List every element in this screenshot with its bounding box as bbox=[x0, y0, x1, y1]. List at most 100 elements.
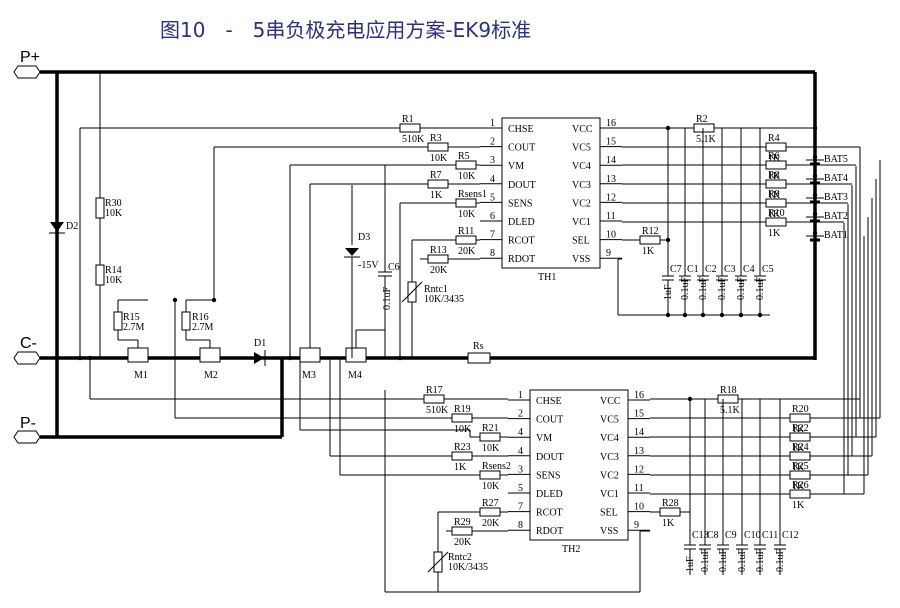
ic-pin-name: VC4 bbox=[572, 161, 591, 172]
terminal-p-plus: P+ bbox=[13, 49, 41, 79]
svg-text:D3: D3 bbox=[358, 232, 370, 243]
svg-text:D2: D2 bbox=[66, 221, 78, 232]
resistor-ref: R7 bbox=[430, 170, 442, 181]
ic-pin-name: VC3 bbox=[600, 452, 619, 463]
ic-pin-name: DOUT bbox=[508, 180, 536, 191]
svg-text:10K/3435: 10K/3435 bbox=[424, 294, 464, 305]
resistor bbox=[789, 413, 811, 423]
resistor-value: 1K bbox=[768, 153, 781, 164]
battery-label: BAT5 bbox=[824, 154, 848, 165]
svg-text:2.7M: 2.7M bbox=[192, 322, 214, 333]
resistor-ref: R27 bbox=[482, 498, 499, 509]
junction-dot bbox=[211, 297, 217, 303]
capacitor-ref: C12 bbox=[782, 530, 799, 541]
resistor-value: 1K bbox=[792, 424, 805, 435]
resistor bbox=[427, 254, 449, 264]
ic-pin-number: 8 bbox=[518, 520, 523, 531]
ic-pin-name: CHSE bbox=[536, 396, 562, 407]
junction-dot bbox=[665, 312, 671, 318]
junction-dot bbox=[757, 312, 763, 318]
battery-label: BAT2 bbox=[824, 211, 848, 222]
capacitor-c6: C6 0.1uF bbox=[378, 165, 400, 330]
ic-pin-number: 10 bbox=[606, 230, 616, 241]
junction-dot bbox=[812, 211, 818, 217]
resistor bbox=[423, 394, 445, 404]
capacitor-ref: C9 bbox=[725, 530, 737, 541]
junction-dot bbox=[812, 173, 818, 179]
terminal-c-minus-label: C- bbox=[20, 335, 37, 352]
resistor-value: 1K bbox=[792, 462, 805, 473]
junction-dot bbox=[77, 355, 83, 361]
svg-text:Rntc1: Rntc1 bbox=[424, 284, 448, 295]
resistor-ref: R19 bbox=[454, 404, 471, 415]
resistor-value: 1K bbox=[792, 500, 805, 511]
capacitor-value: 0.1uF bbox=[755, 549, 766, 573]
ic-pin-name: VCC bbox=[572, 124, 593, 135]
resistor bbox=[479, 507, 501, 517]
resistor-r15: R15 2.7M bbox=[113, 299, 148, 341]
ic-pin-number: 13 bbox=[634, 446, 644, 457]
ic-pin-number: 9 bbox=[606, 248, 611, 259]
ic-pin-number: 8 bbox=[490, 248, 495, 259]
resistor-value: 20K bbox=[430, 265, 448, 276]
capacitor-ref: C2 bbox=[705, 264, 717, 275]
thermistor-rntc2: Rntc2 10K/3435 bbox=[427, 512, 640, 593]
ic-th1: TH1 bbox=[501, 117, 601, 283]
terminal-p-minus: P- bbox=[13, 415, 41, 444]
resistor-value: 5.1K bbox=[720, 405, 741, 416]
ic-pin-name: SEL bbox=[600, 508, 618, 519]
resistor bbox=[693, 123, 715, 133]
ic-pin-number: 4 bbox=[518, 446, 523, 457]
capacitor-value: 0.1uF bbox=[718, 549, 729, 573]
resistor bbox=[789, 451, 811, 461]
resistor bbox=[765, 142, 787, 152]
ic-pin-name: VSS bbox=[572, 254, 590, 265]
resistor-value: 20K bbox=[482, 518, 500, 529]
ic-pin-name: VC2 bbox=[572, 198, 591, 209]
ic-pin-number: 7 bbox=[490, 230, 495, 241]
mosfet-m3: M3 bbox=[299, 340, 321, 381]
resistor-ref: R24 bbox=[792, 442, 809, 453]
battery-label: BAT1 bbox=[824, 230, 848, 241]
resistor bbox=[455, 235, 477, 245]
ic-pin-number: 2 bbox=[490, 137, 495, 148]
resistor-value: 1K bbox=[768, 190, 781, 201]
svg-text:2.7M: 2.7M bbox=[123, 322, 145, 333]
svg-text:R14: R14 bbox=[105, 265, 122, 276]
resistor-value: 10K bbox=[458, 171, 476, 182]
resistor bbox=[789, 432, 811, 442]
resistor-ref: R20 bbox=[792, 404, 809, 415]
capacitor-ref: C10 bbox=[744, 530, 761, 541]
ic-pin-name: SENS bbox=[536, 470, 560, 481]
resistor-r30: R30 10K bbox=[95, 72, 123, 219]
ic-pin-name: VM bbox=[508, 161, 524, 172]
ic-pin-number: 7 bbox=[518, 502, 523, 513]
resistor-value: 510K bbox=[402, 134, 425, 145]
junction-dot bbox=[812, 192, 818, 198]
junction-dot bbox=[682, 312, 688, 318]
ic-pin-name: DLED bbox=[508, 217, 535, 228]
ic-pin-number: 16 bbox=[634, 390, 644, 401]
resistor-ref: Rsens1 bbox=[458, 189, 487, 200]
ic-pin-name: VCC bbox=[600, 396, 621, 407]
resistor bbox=[789, 489, 811, 499]
ic-pin-name: COUT bbox=[508, 143, 535, 154]
ic-pin-number: 12 bbox=[606, 192, 616, 203]
mosfet-m2: M2 bbox=[199, 340, 221, 381]
ic-pin-number: 15 bbox=[634, 409, 644, 420]
capacitor-value: 0.1uF bbox=[736, 277, 747, 301]
ic-pin-number: 14 bbox=[634, 427, 644, 438]
resistor-value: 20K bbox=[458, 246, 476, 257]
svg-text:0.1uF: 0.1uF bbox=[382, 287, 393, 311]
resistor-value: 1K bbox=[662, 518, 675, 529]
resistor-value: 1K bbox=[792, 443, 805, 454]
ic-pin-name: VSS bbox=[600, 526, 618, 537]
resistor-value: 10K bbox=[482, 443, 500, 454]
ic-pin-name: VC3 bbox=[572, 180, 591, 191]
junction-dot bbox=[812, 154, 818, 160]
resistor bbox=[765, 179, 787, 189]
capacitor-value: 0.1uF bbox=[755, 277, 766, 301]
svg-text:R30: R30 bbox=[105, 198, 122, 209]
capacitor-ref: C1 bbox=[687, 264, 699, 275]
junction-dot bbox=[287, 355, 293, 361]
